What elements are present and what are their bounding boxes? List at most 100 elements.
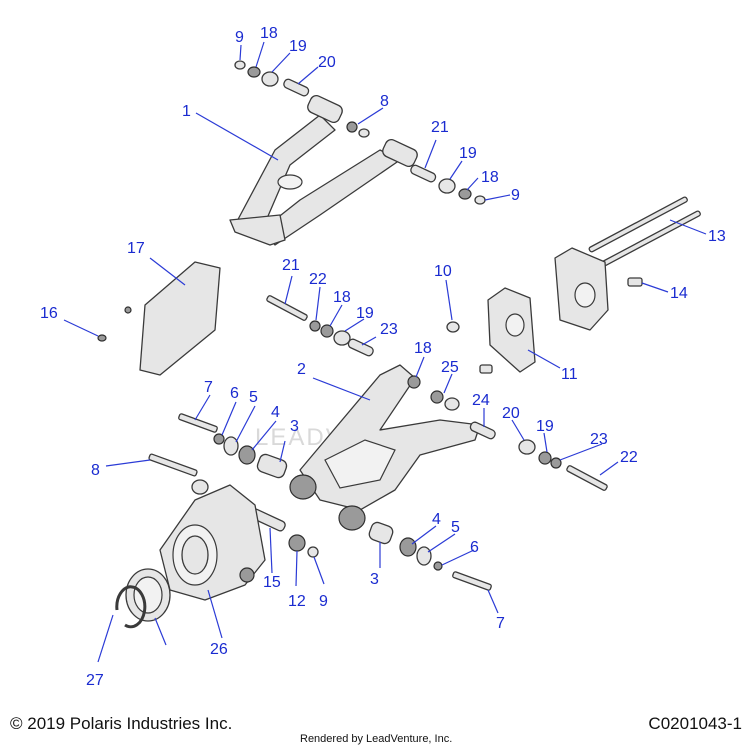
- washer-5-right: [416, 546, 432, 566]
- leader-2: [312, 377, 371, 401]
- callout-7: 7: [496, 615, 505, 632]
- callout-9: 9: [319, 593, 328, 610]
- bushing-lower-left: [289, 474, 317, 500]
- washer-5-left: [223, 436, 239, 456]
- callout-19: 20: [502, 405, 520, 422]
- leader-20b: [424, 139, 437, 169]
- leader-6b: [441, 549, 475, 566]
- callout-26: 27: [86, 672, 104, 689]
- leader-6a: [221, 401, 237, 436]
- leader-14: [641, 282, 669, 293]
- copyright-notice: © 2019 Polaris Industries Inc.: [10, 714, 233, 733]
- leader-8b: [105, 459, 151, 467]
- callout-23: 23: [380, 321, 398, 338]
- grease-fitting-8: [346, 121, 370, 138]
- leader-10: [445, 279, 453, 321]
- rendered-by-credit: Rendered by LeadVenture, Inc.: [300, 733, 453, 745]
- leader-15: [269, 527, 273, 574]
- leader-18b: [466, 177, 479, 191]
- callout-13: 13: [708, 228, 726, 245]
- callout-19: 19: [356, 305, 374, 322]
- bracket-11: [487, 287, 536, 373]
- bushing-19-left: [261, 71, 279, 87]
- callout-5: 5: [249, 389, 258, 406]
- leader-1: [195, 112, 279, 161]
- leader-4b: [411, 525, 437, 545]
- leader-20a: [297, 66, 319, 85]
- nut-9-left: [234, 60, 246, 70]
- bolt-8-lower: [148, 453, 209, 495]
- leader-8a: [357, 107, 384, 125]
- bolt-21-right: [566, 465, 608, 491]
- lower-control-arm-2: [299, 364, 481, 511]
- callout-16: 16: [40, 305, 58, 322]
- leader-19b: [449, 160, 463, 180]
- spacer-4-left: [238, 445, 256, 465]
- callout-19: 19: [459, 145, 477, 162]
- diagram-code: C0201043-1: [648, 714, 742, 733]
- sleeve-3-left: [256, 453, 288, 479]
- washer-18-right-lower: [538, 451, 552, 465]
- callout-6: 6: [230, 385, 239, 402]
- callout-20: 21: [431, 119, 449, 136]
- callout-22: 22: [309, 271, 327, 288]
- washer-18-left: [247, 66, 261, 78]
- leader-19c: [344, 318, 365, 332]
- leader-22a: [315, 286, 321, 321]
- washer-18-upper: [320, 324, 334, 338]
- leader-11: [527, 349, 561, 369]
- callout-8: 8: [91, 462, 100, 479]
- upper-a-arm-assembly: [229, 60, 486, 246]
- leader-19d: [511, 419, 525, 441]
- leader-21b: [599, 461, 619, 476]
- washer-24: [430, 390, 460, 411]
- sleeve-3-right: [368, 521, 394, 545]
- leader-18d: [415, 356, 425, 378]
- callout-23: 24: [472, 392, 490, 409]
- callout-20: 20: [318, 54, 336, 71]
- pivot-tube-right: [382, 138, 418, 168]
- leader-9c: [313, 556, 325, 585]
- sleeve-23-right: [469, 421, 496, 440]
- leader-18e: [543, 432, 548, 453]
- leader-lines: [63, 41, 707, 663]
- callout-18: 18: [481, 169, 499, 186]
- bolt-small-bracket: [479, 364, 493, 374]
- nut-9-lower: [307, 546, 319, 558]
- callout-3: 3: [290, 418, 299, 435]
- bushing-sleeve-20-left: [283, 78, 310, 97]
- callout-18: 18: [260, 25, 278, 42]
- bushing-19-right: [438, 178, 456, 194]
- guard-17: [139, 261, 221, 376]
- leader-18c: [329, 304, 343, 327]
- leader-22b: [559, 443, 603, 461]
- callout-19: 19: [289, 38, 307, 55]
- bolt-21-upper: [266, 295, 308, 321]
- callout-5: 5: [451, 519, 460, 536]
- bearing-27: [125, 568, 171, 622]
- leader-21a: [284, 275, 293, 305]
- lower-arm-assembly: [266, 295, 608, 511]
- leader-4a: [251, 420, 277, 451]
- washer-18-mid: [407, 375, 421, 389]
- callout-21: 21: [282, 257, 300, 274]
- bushing-19-upper: [333, 330, 351, 346]
- callout-17: 17: [127, 240, 145, 257]
- knuckle-25: [159, 484, 266, 601]
- leader-19a: [271, 52, 291, 73]
- leader-9b: [484, 194, 511, 201]
- pivot-tube-left: [307, 94, 343, 124]
- leader-24: [443, 373, 453, 394]
- washer-18-right: [458, 188, 472, 200]
- screw-16: [97, 306, 132, 342]
- leader-7b: [487, 589, 499, 614]
- snap-ring-26: [115, 585, 147, 629]
- callout-4: 4: [432, 511, 441, 528]
- callout-12: 12: [288, 593, 306, 610]
- callout-18: 19: [536, 418, 554, 435]
- callout-4: 4: [271, 404, 280, 421]
- washer-6-left: [213, 433, 225, 445]
- callout-3: 3: [370, 571, 379, 588]
